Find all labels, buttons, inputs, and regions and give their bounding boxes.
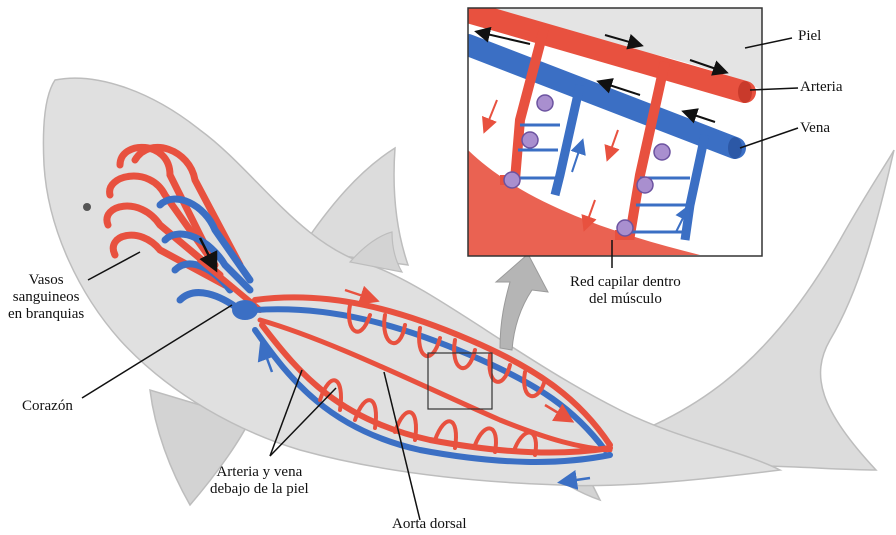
label-gill-vessels: Vasos sanguineos en branquias: [8, 272, 84, 323]
label-vein: Vena: [800, 120, 830, 137]
label-gill-vessels-line-3: en branquias: [8, 306, 84, 323]
label-skin-vessels-line-2: debajo de la piel: [210, 481, 309, 498]
label-artery: Arteria: [800, 79, 842, 96]
label-capillary-network: Red capilar dentro del músculo: [570, 274, 681, 308]
label-capillary-line-1: Red capilar dentro: [570, 274, 681, 291]
label-heart: Corazón: [22, 398, 73, 415]
label-gill-vessels-line-1: Vasos: [8, 272, 84, 289]
capillary-inset: [468, 8, 762, 256]
label-capillary-line-2: del músculo: [570, 291, 681, 308]
zoom-arrow: [496, 254, 548, 350]
label-gill-vessels-line-2: sanguineos: [8, 289, 84, 306]
label-skin: Piel: [798, 28, 821, 45]
label-skin-vessels: Arteria y vena debajo de la piel: [210, 464, 309, 498]
eye: [83, 203, 91, 211]
label-dorsal-aorta: Aorta dorsal: [392, 516, 467, 533]
label-skin-vessels-line-1: Arteria y vena: [210, 464, 309, 481]
